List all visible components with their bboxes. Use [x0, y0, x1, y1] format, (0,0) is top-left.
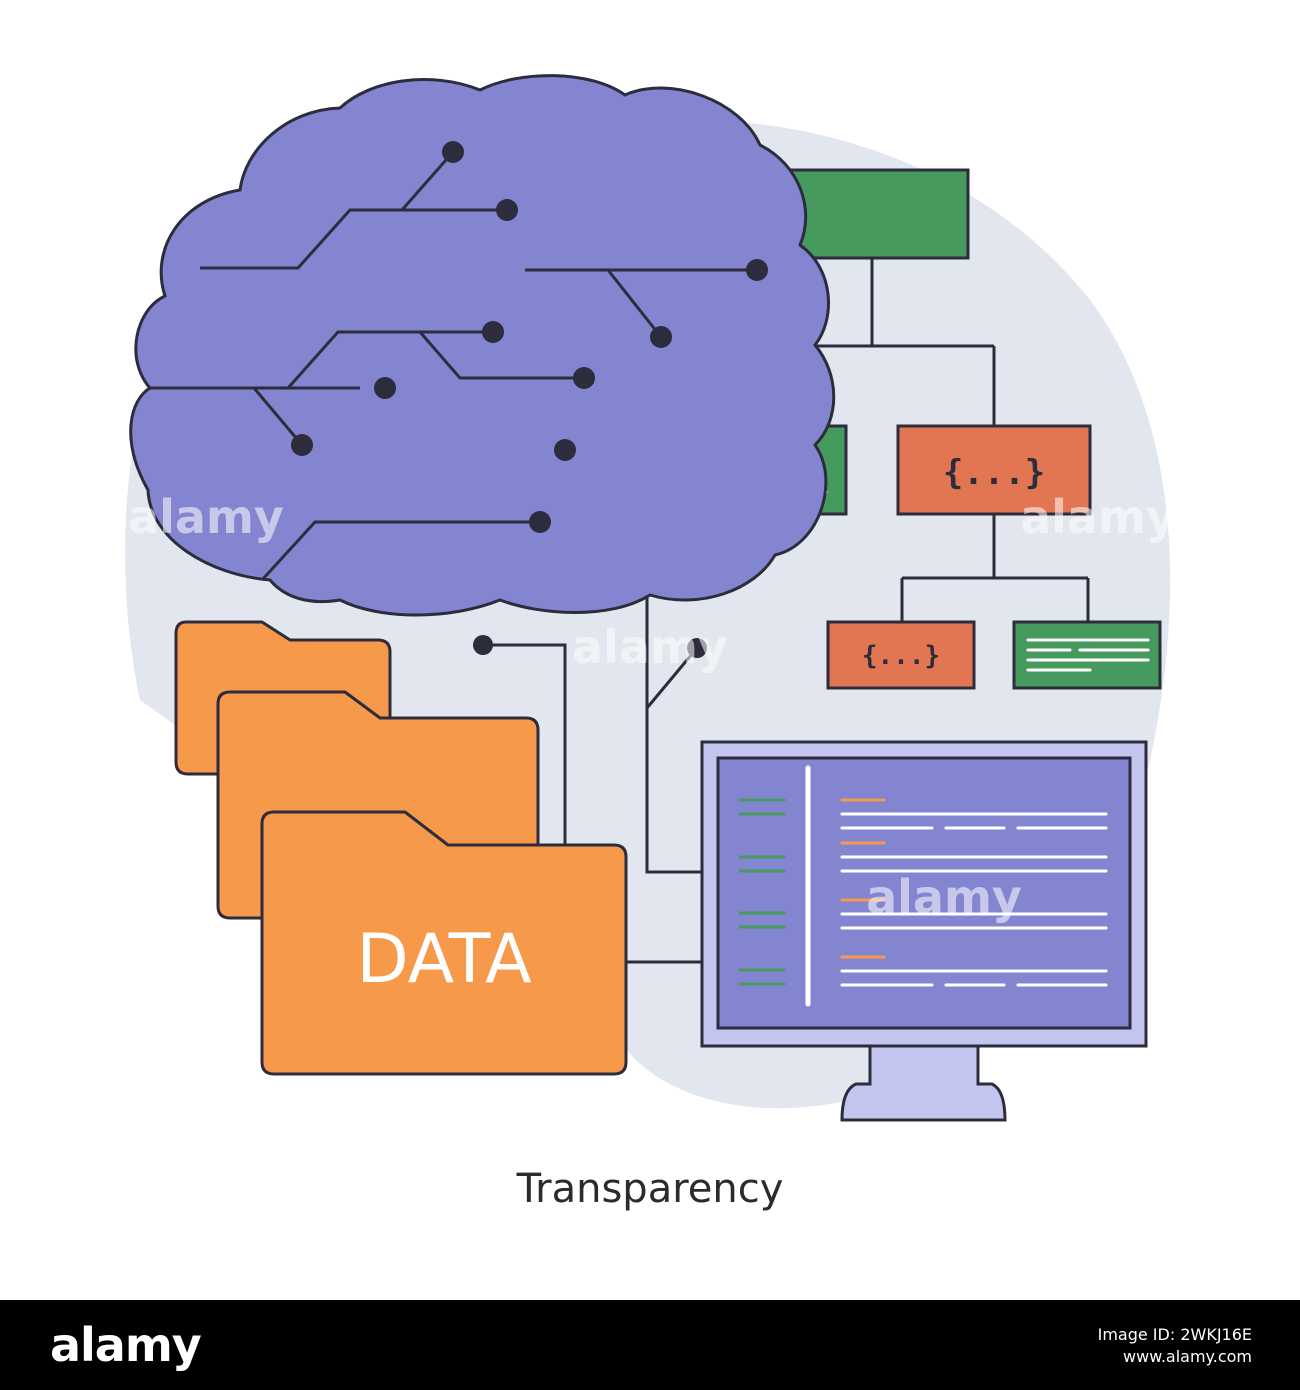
small-code-box-label: {...} — [862, 641, 940, 671]
footer-logo: alamy — [50, 1318, 202, 1372]
watermark-text: alamy — [572, 620, 728, 674]
monitor-screen — [716, 756, 1132, 1030]
monitor-base — [840, 1044, 1007, 1122]
transparency-illustration: {...} {...} — [125, 74, 1176, 1122]
flowchart-green-text-box — [1012, 620, 1162, 690]
site-url: www.alamy.com — [1123, 1347, 1252, 1366]
watermark-text: alamy — [866, 870, 1022, 924]
flowchart-top-box — [774, 168, 970, 260]
watermark-text: alamy — [1020, 490, 1176, 544]
footer-bar: alamy Image ID: 2WKJ16E www.alamy.com — [0, 1300, 1300, 1390]
brain-circuit-icon — [129, 74, 836, 617]
folder-front — [260, 810, 628, 1076]
caption: Transparency — [516, 1166, 784, 1212]
watermark-text: alamy — [128, 490, 284, 544]
code-box-label: {...} — [943, 453, 1045, 493]
footer-image-info: Image ID: 2WKJ16E www.alamy.com — [1098, 1324, 1252, 1368]
image-id: Image ID: 2WKJ16E — [1097, 1325, 1252, 1344]
flowchart-small-code-box — [826, 620, 976, 690]
folder-icon — [174, 620, 628, 1076]
monitor-icon — [700, 740, 1148, 1122]
flowchart-code-box — [896, 424, 1092, 516]
folder-label: DATA — [356, 920, 531, 999]
